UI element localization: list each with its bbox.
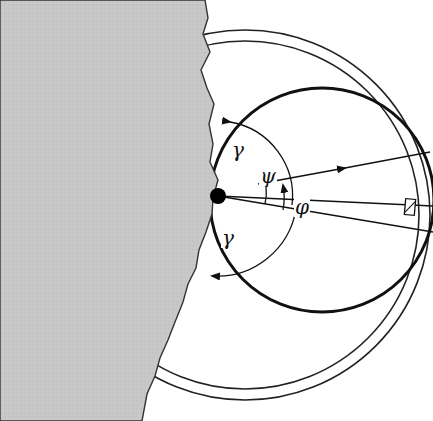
angle-label: ψ: [259, 166, 277, 186]
gamma-arc-bottom: [212, 209, 296, 276]
angle-label: γ: [231, 140, 245, 160]
phi-line: [218, 196, 433, 206]
angle-label: γ: [221, 228, 235, 248]
phi-arc-2: [283, 185, 284, 210]
reference-line: [218, 196, 433, 232]
contact-point: [210, 188, 226, 204]
bold-circle: [210, 88, 433, 312]
gamma-arc-top: [230, 122, 293, 205]
angle-label: φ: [294, 197, 310, 217]
ring-element: [404, 199, 415, 216]
solid-surface: [0, 0, 218, 421]
psi-vector-tail: [345, 152, 430, 168]
